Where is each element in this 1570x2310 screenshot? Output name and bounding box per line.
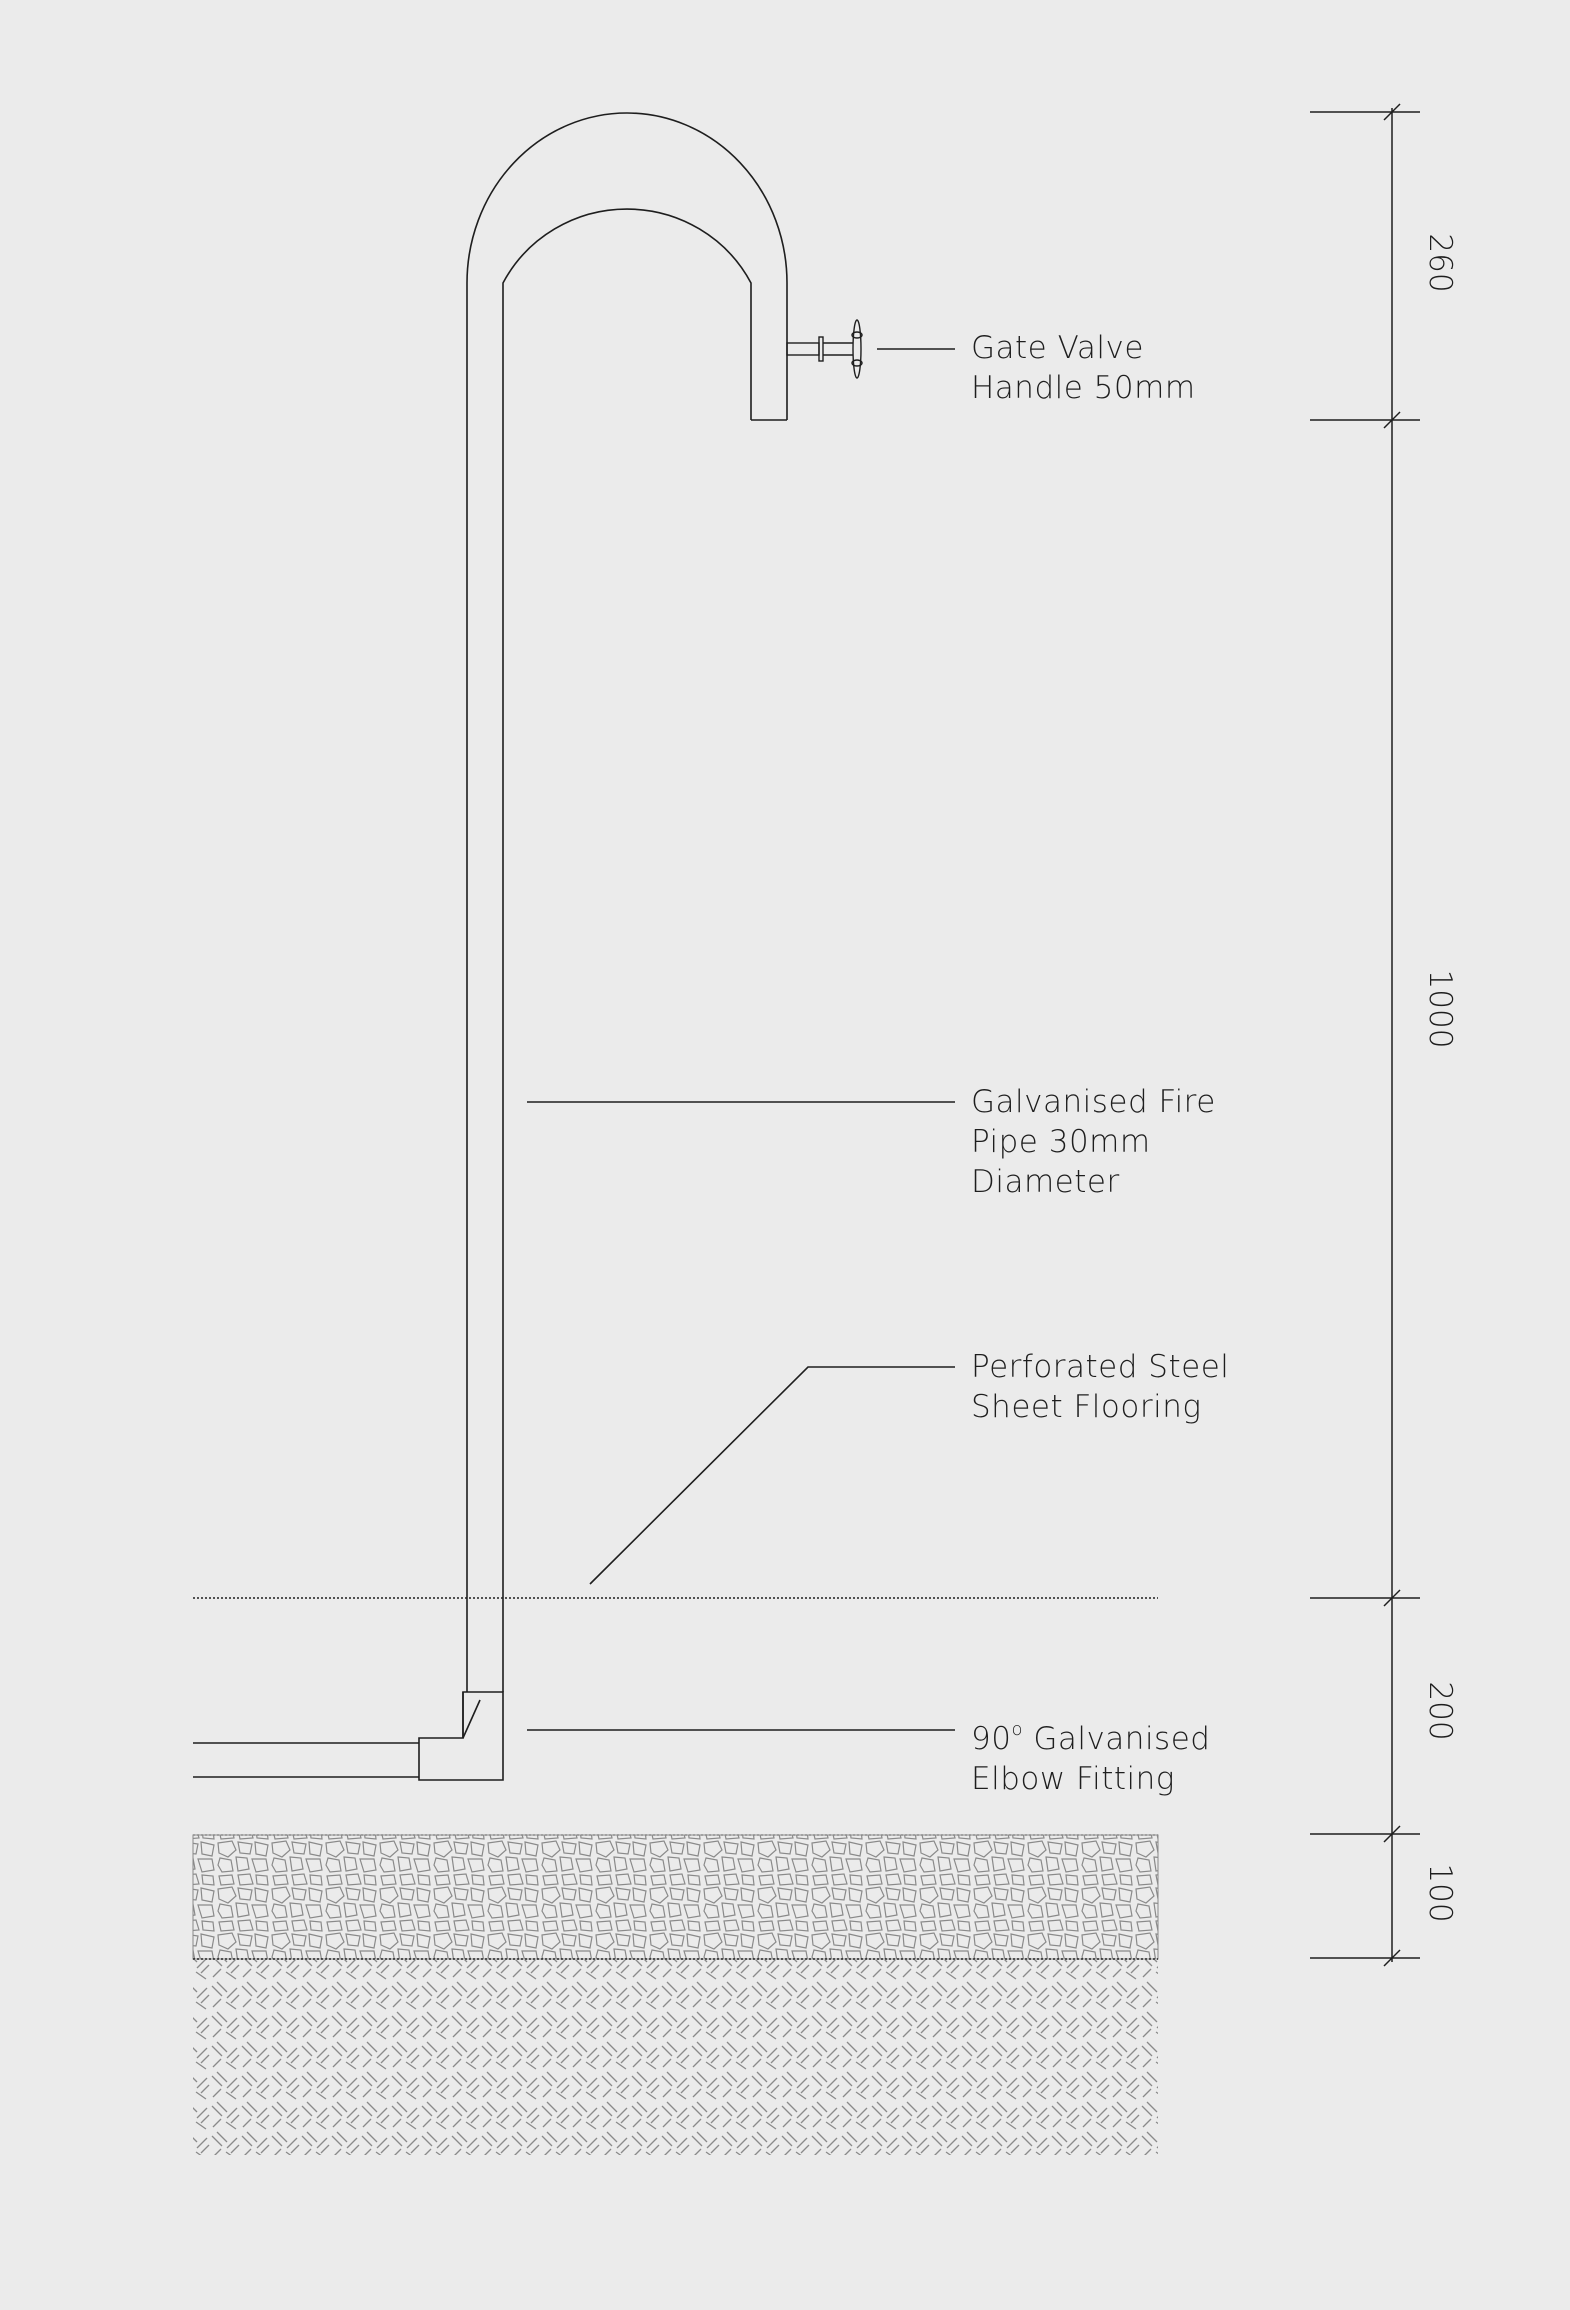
gate-valve-icon — [786, 319, 863, 379]
elbow-angle: 90 — [971, 1721, 1012, 1757]
flooring-label-line2: Sheet Flooring — [971, 1389, 1202, 1425]
pipe-inner-outline — [502, 208, 752, 1692]
flooring-label: Perforated Steel Sheet Flooring — [971, 1347, 1229, 1427]
gate-valve-label-line1: Gate Valve — [971, 330, 1144, 366]
fire-pipe-label-line1: Galvanised Fire — [971, 1084, 1216, 1120]
pipe-outer-outline — [466, 112, 788, 1692]
fire-pipe-label-line2: Pipe 30mm — [971, 1124, 1151, 1160]
flooring-label-line1: Perforated Steel — [971, 1349, 1230, 1385]
dimension-1000: 1000 — [1422, 969, 1458, 1049]
elbow-label: 90o Galvanised Elbow Fitting — [971, 1710, 1210, 1799]
degree-symbol: o — [1011, 1719, 1023, 1740]
gate-valve-label-line2: Handle 50mm — [971, 370, 1196, 406]
fire-pipe-label: Galvanised Fire Pipe 30mm Diameter — [971, 1082, 1216, 1202]
gate-valve-label: Gate Valve Handle 50mm — [971, 328, 1196, 408]
elbow-label-rest: Galvanised — [1022, 1721, 1211, 1757]
elbow-fitting — [418, 1691, 504, 1781]
dimension-chain — [1310, 103, 1420, 1967]
elbow-label-line2: Elbow Fitting — [971, 1761, 1175, 1797]
fire-pipe-label-line3: Diameter — [971, 1164, 1120, 1200]
flooring-leader — [589, 1366, 955, 1585]
gravel-layer — [192, 1834, 1159, 1960]
dimension-200: 200 — [1422, 1681, 1458, 1741]
dimension-100: 100 — [1422, 1863, 1458, 1923]
dimension-260: 260 — [1422, 233, 1458, 293]
elbow-label-line1: 90o Galvanised — [971, 1710, 1210, 1759]
soil-layer — [193, 1960, 1158, 2155]
